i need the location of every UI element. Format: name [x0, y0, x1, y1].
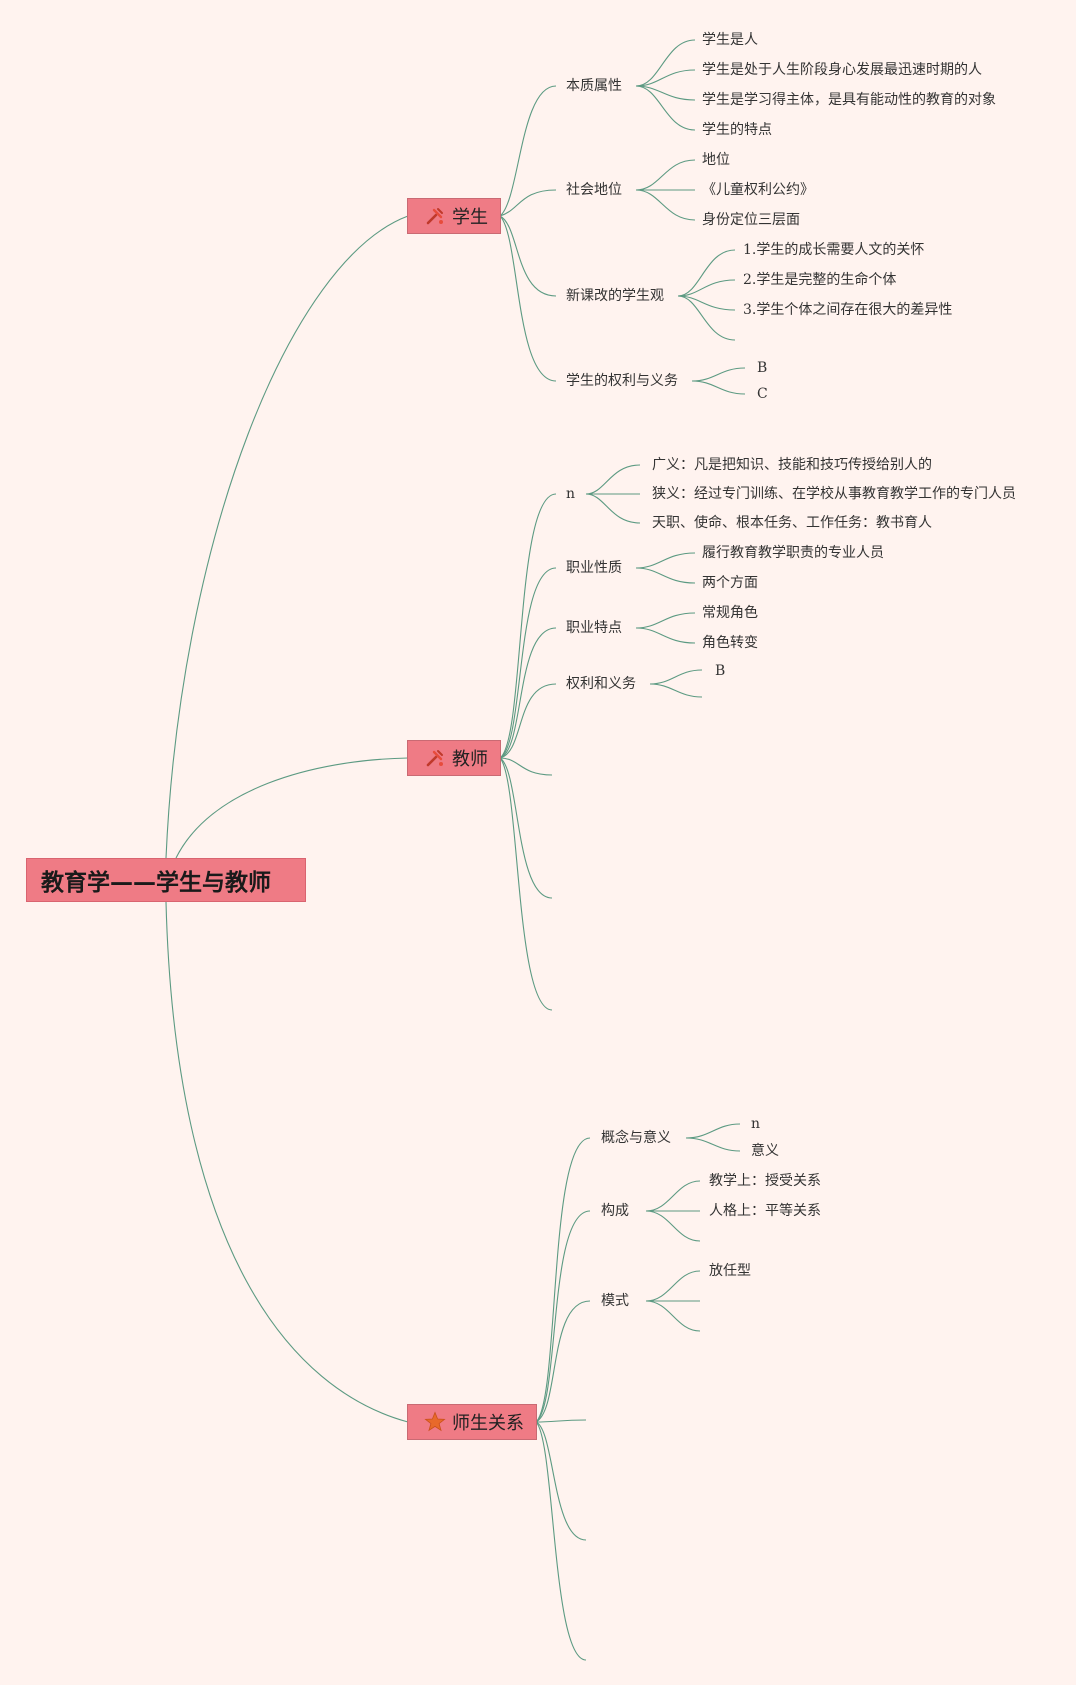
leaf-mode-1[interactable]: 放任型	[709, 1263, 751, 1279]
topic-nature[interactable]: 职业性质	[566, 560, 622, 576]
leaf-student-rights-2[interactable]: C	[757, 386, 768, 402]
leaf-structure-1[interactable]: 教学上：授受关系	[709, 1173, 821, 1189]
leaf-teacher-n-2[interactable]: 狭义：经过专门训练、在学校从事教育教学工作的专门人员	[652, 486, 1016, 502]
root-title: 教育学——学生与教师	[41, 870, 271, 896]
leaf-essence-4[interactable]: 学生的特点	[702, 122, 772, 138]
branch-teacher[interactable]: 教师	[407, 740, 501, 776]
leaf-essence-1[interactable]: 学生是人	[702, 32, 758, 48]
topic-status[interactable]: 社会地位	[566, 182, 622, 198]
leaf-view-3[interactable]: 3.学生个体之间存在很大的差异性	[743, 302, 953, 318]
edge-root-teacher	[175, 757, 409, 859]
leaf-teacher-n-3[interactable]: 天职、使命、根本任务、工作任务：教书育人	[652, 515, 932, 531]
leaf-features-2[interactable]: 角色转变	[702, 635, 758, 651]
star-icon	[424, 1411, 446, 1432]
branch-relation[interactable]: 师生关系	[407, 1404, 537, 1440]
leaf-essence-2[interactable]: 学生是处于人生阶段身心发展最迅速时期的人	[702, 62, 982, 78]
leaf-teacher-n-1[interactable]: 广义：凡是把知识、技能和技巧传授给别人的	[652, 457, 932, 473]
leaf-concept-1[interactable]: n	[751, 1116, 761, 1132]
tools-icon	[426, 208, 443, 225]
edge-root-student	[165, 215, 409, 859]
topic-teacher-n[interactable]: n	[566, 486, 576, 502]
topic-features[interactable]: 职业特点	[566, 620, 622, 636]
topic-concept[interactable]: 概念与意义	[601, 1130, 671, 1146]
topic-structure[interactable]: 构成	[601, 1203, 629, 1219]
leaf-student-rights-1[interactable]: B	[757, 360, 768, 376]
topic-student-rights[interactable]: 学生的权利与义务	[566, 373, 678, 389]
topic-essence[interactable]: 本质属性	[566, 78, 622, 94]
topic-view[interactable]: 新课改的学生观	[566, 288, 664, 304]
leaf-features-1[interactable]: 常规角色	[702, 605, 758, 621]
leaf-view-2[interactable]: 2.学生是完整的生命个体	[743, 272, 897, 288]
leaf-nature-1[interactable]: 履行教育教学职责的专业人员	[702, 545, 884, 561]
branch-teacher-label: 教师	[452, 749, 488, 770]
root-node[interactable]: 教育学——学生与教师	[26, 858, 306, 902]
edge-root-relation	[165, 901, 409, 1423]
leaf-concept-2[interactable]: 意义	[751, 1143, 779, 1159]
leaf-status-2[interactable]: 《儿童权利公约》	[702, 182, 814, 198]
tools-icon	[426, 750, 443, 767]
branch-relation-label: 师生关系	[452, 1413, 524, 1434]
topic-mode[interactable]: 模式	[601, 1293, 629, 1309]
branch-student-label: 学生	[452, 207, 488, 228]
leaf-teacher-rights-1[interactable]: B	[715, 663, 726, 679]
branch-student[interactable]: 学生	[407, 198, 501, 234]
leaf-structure-2[interactable]: 人格上：平等关系	[709, 1203, 821, 1219]
leaf-status-1[interactable]: 地位	[702, 152, 730, 168]
topic-teacher-rights[interactable]: 权利和义务	[566, 676, 636, 692]
leaf-nature-2[interactable]: 两个方面	[702, 575, 758, 591]
leaf-essence-3[interactable]: 学生是学习得主体，是具有能动性的教育的对象	[702, 92, 996, 108]
leaf-view-1[interactable]: 1.学生的成长需要人文的关怀	[743, 242, 925, 258]
leaf-status-3[interactable]: 身份定位三层面	[702, 212, 800, 228]
